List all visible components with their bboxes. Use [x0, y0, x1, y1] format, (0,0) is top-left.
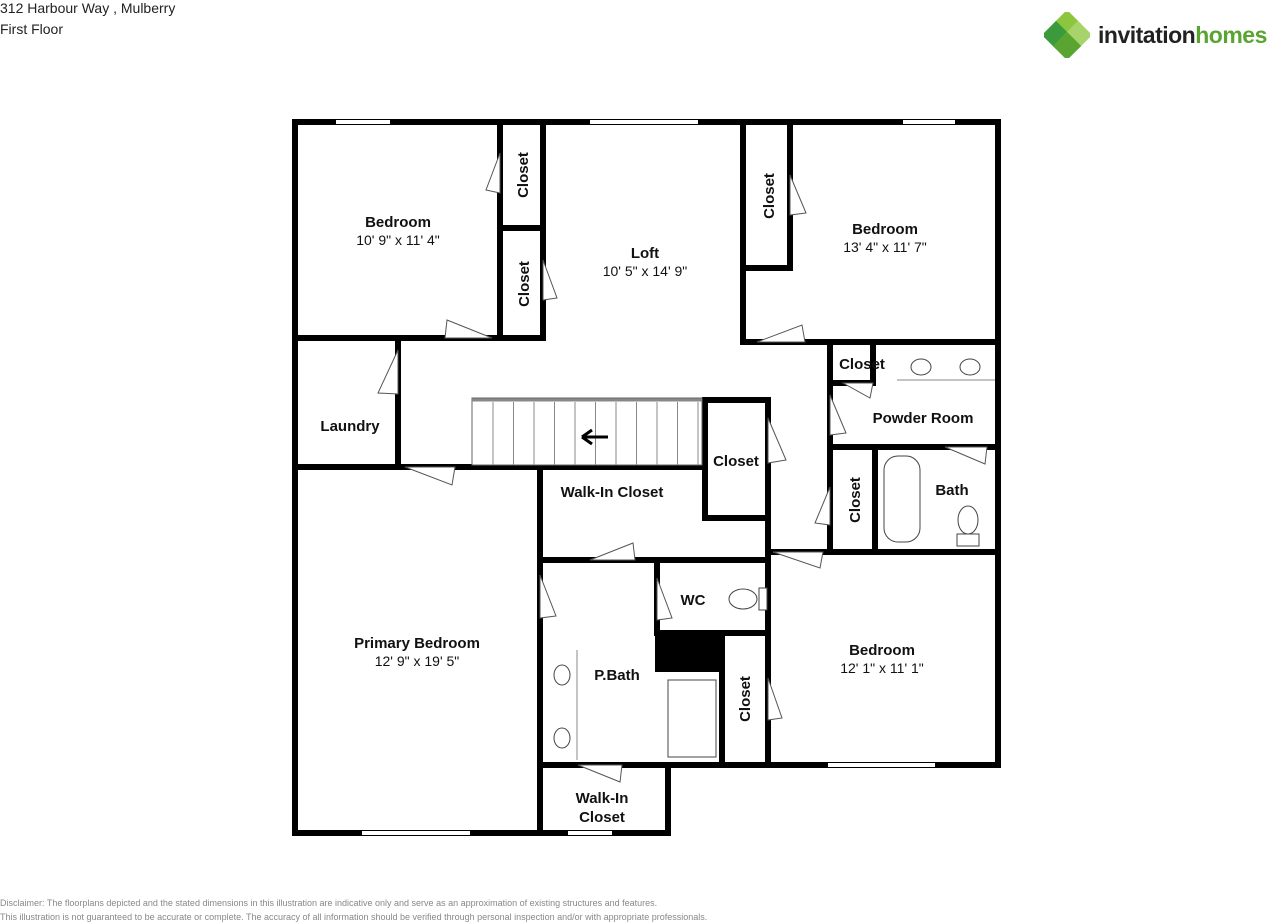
room-dims: 10' 9" x 11' 4" [356, 232, 440, 248]
room-name: Closet [515, 152, 532, 198]
room-name: Bath [935, 482, 968, 499]
logo-mark-icon [1044, 12, 1090, 58]
logo-text-invitation: invitation [1098, 21, 1196, 48]
room-name: Closet [839, 356, 885, 373]
stair-arrow-icon [581, 428, 608, 446]
bathtub-icon [883, 455, 921, 543]
room-dims: 13' 4" x 11' 7" [843, 239, 927, 255]
address: 312 Harbour Way , Mulberry [0, 0, 176, 16]
doors [377, 152, 988, 783]
toilet-icon [728, 588, 758, 610]
sink-icon [959, 358, 981, 376]
logo-text-homes: homes [1195, 21, 1267, 48]
room-name: Loft [631, 245, 659, 262]
room-dims: 12' 9" x 19' 5" [375, 653, 460, 669]
room-name: Closet [516, 261, 533, 307]
room-name: Closet [761, 173, 778, 219]
room-name: Closet [737, 676, 754, 722]
stairs [471, 397, 703, 466]
room-name: Closet [579, 809, 625, 826]
room-name: Powder Room [873, 410, 974, 427]
disclaimer-line-1: Disclaimer: The floorplans depicted and … [0, 898, 658, 908]
room-labels: Bedroom 10' 9" x 11' 4" Closet Closet Lo… [320, 152, 973, 826]
room-dims: 10' 5" x 14' 9" [603, 263, 688, 279]
room-name: Primary Bedroom [354, 635, 480, 652]
windows [336, 120, 955, 835]
room-name: Walk-In Closet [561, 484, 664, 501]
invitation-homes-logo: invitationhomes [1044, 12, 1267, 58]
room-name: P.Bath [594, 667, 640, 684]
fixtures [553, 358, 995, 760]
room-name: Laundry [320, 418, 380, 435]
room-name: Walk-In [576, 790, 629, 807]
disclaimer-line-2: This illustration is not guaranteed to b… [0, 912, 708, 922]
floor-name: First Floor [0, 21, 63, 37]
room-name: Closet [713, 453, 759, 470]
room-name: Bedroom [852, 221, 918, 238]
room-name: Bedroom [365, 214, 431, 231]
shower-icon [667, 679, 717, 758]
sink-icon [553, 727, 571, 749]
room-dims: 12' 1" x 11' 1" [840, 660, 924, 676]
toilet-icon [957, 505, 979, 535]
room-name: Closet [847, 477, 864, 523]
sink-icon [910, 358, 932, 376]
sink-icon [553, 664, 571, 686]
room-name: Bedroom [849, 642, 915, 659]
room-name: WC [681, 592, 706, 609]
